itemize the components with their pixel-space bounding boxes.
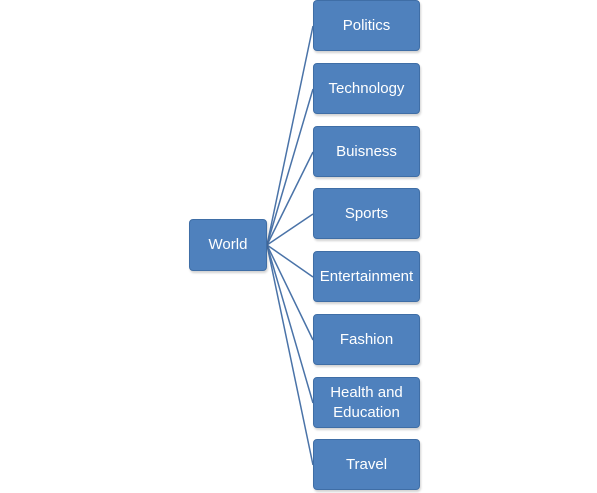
connector-technology [266, 88, 314, 246]
connector-buisness [266, 151, 314, 246]
node-travel: Travel [313, 439, 420, 490]
node-entertainment: Entertainment [313, 251, 420, 302]
connector-entertainment [266, 244, 314, 278]
connector-health-education [266, 244, 314, 404]
node-politics: Politics [313, 0, 420, 51]
node-health-and-education: Health and Education [313, 377, 420, 428]
node-sports: Sports [313, 188, 420, 239]
connector-politics [266, 25, 314, 246]
connector-sports [266, 213, 314, 246]
node-buisness: Buisness [313, 126, 420, 177]
node-fashion: Fashion [313, 314, 420, 365]
connector-fashion [266, 244, 314, 341]
connector-travel [266, 244, 314, 466]
node-world: World [189, 219, 267, 271]
node-technology: Technology [313, 63, 420, 114]
